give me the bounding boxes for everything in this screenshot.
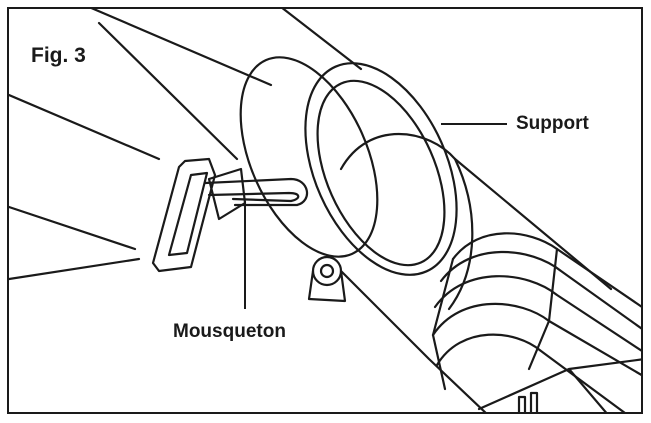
- guide-lines: [9, 21, 239, 281]
- figure-title: Fig. 3: [31, 44, 86, 67]
- technical-illustration: [9, 9, 641, 412]
- support-callout: Support: [516, 113, 589, 134]
- carabiner-loop: [203, 177, 308, 207]
- upper-tube: [90, 9, 363, 87]
- support-ring-front: [304, 62, 458, 276]
- main-tube: [339, 133, 613, 412]
- strap-clip: [151, 157, 217, 273]
- tube-end: [477, 358, 641, 412]
- grip-ribs: [431, 232, 641, 412]
- mousqueton-callout: Mousqueton: [173, 321, 286, 342]
- support-ring-inner: [316, 79, 446, 267]
- figure-frame: Fig. 3 Support Mousqueton: [7, 7, 643, 414]
- screw-boss: [311, 255, 343, 287]
